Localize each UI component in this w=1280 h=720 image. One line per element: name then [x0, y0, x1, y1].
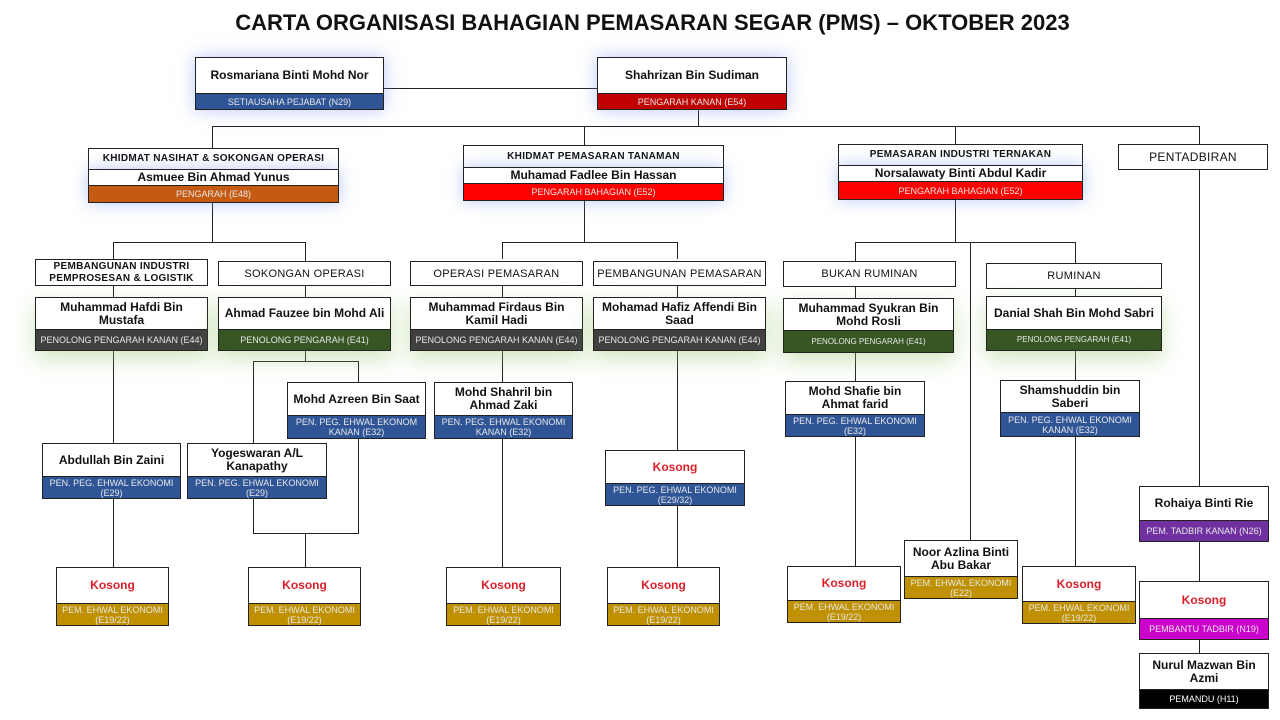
- position-title: PEM. EHWAL EKONOMI (E19/22): [57, 603, 168, 625]
- division-header: KHIDMAT PEMASARAN TANAMAN: [463, 145, 724, 168]
- unit-header: PEMBANGUNAN INDUSTRI PEMPROSESAN & LOGIS…: [35, 259, 208, 286]
- vacant-name: Kosong: [1056, 576, 1102, 591]
- position-title: PEM. EHWAL EKONOMI (E19/22): [249, 603, 360, 625]
- position-title: PEM. EHWAL EKONOMI (E19/22): [788, 600, 900, 622]
- position-title: PEN. PEG. EHWAL EKONOMI (E32): [786, 414, 924, 436]
- vacant-name: Kosong: [1181, 592, 1227, 607]
- chart-title: CARTA ORGANISASI BAHAGIAN PEMASARAN SEGA…: [235, 10, 1070, 35]
- unit-header: PEMBANGUNAN PEMASARAN: [593, 261, 766, 286]
- person-name: Muhammad Firdaus Bin Kamil Hadi: [428, 299, 565, 327]
- position-title: PEM. EHWAL EKONOMI (E19/22): [1023, 601, 1135, 623]
- person-name: Shahrizan Bin Sudiman: [624, 68, 759, 82]
- position-title: SETIAUSAHA PEJABAT (N29): [196, 93, 383, 109]
- position-title: PEM. EHWAL EKONOMI (E19/22): [447, 603, 560, 625]
- vacant-name: Kosong: [821, 576, 867, 590]
- unit-header: RUMINAN: [986, 263, 1162, 289]
- unit-header: BUKAN RUMINAN: [783, 261, 956, 287]
- person-name: Muhammad Syukran Bin Mohd Rosli: [798, 300, 939, 328]
- vacant-name: Kosong: [90, 578, 135, 592]
- person-name: Muhammad Hafdi Bin Mustafa: [60, 299, 183, 327]
- position-title: PENOLONG PENGARAH (E41): [219, 329, 390, 350]
- position-title: PENOLONG PENGARAH KANAN (E44): [411, 329, 582, 350]
- person-name: Noor Azlina Binti Abu Bakar: [912, 544, 1010, 572]
- person-name: Shamshuddin bin Saberi: [1019, 382, 1121, 410]
- person-name: Nurul Mazwan Bin Azmi: [1152, 657, 1256, 685]
- person-name: Mohd Shahril bin Ahmad Zaki: [454, 385, 553, 412]
- division-head-box: Norsalawaty Binti Abdul Kadir PENGARAH B…: [838, 165, 1083, 200]
- person-name: Mohd Shafie bin Ahmat farid: [808, 384, 902, 411]
- position-title: PEN. PEG. EHWAL EKONOMI KANAN (E32): [1001, 412, 1139, 436]
- secretary-box: Rosmariana Binti Mohd Nor SETIAUSAHA PEJ…: [195, 57, 384, 110]
- position-title: PEN. PEG. EHWAL EKONOMI KANAN (E32): [435, 415, 572, 438]
- position-title: PEMBANTU TADBIR (N19): [1140, 618, 1268, 639]
- position-title: PENGARAH BAHAGIAN (E52): [839, 181, 1082, 199]
- position-title: PENOLONG PENGARAH KANAN (E44): [594, 329, 765, 350]
- position-title: PEN. PEG. EHWAL EKONOM KANAN (E32): [288, 415, 425, 438]
- division-head-box: Asmuee Bin Ahmad Yunus PENGARAH (E48): [88, 169, 339, 203]
- person-name: Danial Shah Bin Mohd Sabri: [993, 305, 1154, 320]
- person-name: Rohaiya Binti Rie: [1154, 496, 1254, 510]
- position-title: PENOLONG PENGARAH KANAN (E44): [36, 329, 207, 350]
- vacant-name: Kosong: [652, 459, 698, 474]
- person-name: Norsalawaty Binti Abdul Kadir: [874, 166, 1047, 180]
- position-title: PENGARAH (E48): [89, 185, 338, 202]
- person-name: Yogeswaran A/L Kanapathy: [210, 446, 304, 473]
- person-name: Ahmad Fauzee bin Mohd Ali: [224, 306, 385, 320]
- position-title: PEM. TADBIR KANAN (N26): [1140, 520, 1268, 541]
- position-title: PEM. EHWAL EKONOMI (E19/22): [608, 603, 719, 625]
- position-title: PENGARAH BAHAGIAN (E52): [464, 183, 723, 200]
- position-title: PEMANDU (H11): [1140, 689, 1268, 708]
- position-title: PENOLONG PENGARAH (E41): [987, 329, 1161, 350]
- position-title: PEN. PEG. EHWAL EKONOMI (E29/32): [606, 483, 744, 505]
- position-title: PEN. PEG. EHWAL EKONOMI (E29): [188, 476, 326, 498]
- person-name: Mohamad Hafiz Affendi Bin Saad: [602, 299, 757, 327]
- unit-header: SOKONGAN OPERASI: [218, 261, 391, 286]
- person-name: Rosmariana Binti Mohd Nor: [210, 68, 369, 82]
- vacant-name: Kosong: [282, 578, 327, 592]
- division-header: PEMASARAN INDUSTRI TERNAKAN: [838, 144, 1083, 166]
- person-name: Asmuee Bin Ahmad Yunus: [137, 170, 290, 184]
- person-name: Muhamad Fadlee Bin Hassan: [510, 168, 677, 182]
- division-head-box: Muhamad Fadlee Bin Hassan PENGARAH BAHAG…: [463, 167, 724, 201]
- vacant-name: Kosong: [641, 578, 686, 592]
- position-title: PENOLONG PENGARAH (E41): [784, 330, 953, 352]
- person-name: Mohd Azreen Bin Saat: [293, 391, 420, 406]
- division-header: KHIDMAT NASIHAT & SOKONGAN OPERASI: [88, 148, 339, 170]
- director-box: Shahrizan Bin Sudiman PENGARAH KANAN (E5…: [597, 57, 787, 110]
- position-title: PENGARAH KANAN (E54): [598, 93, 786, 109]
- position-title: PEN. PEG. EHWAL EKONOMI (E29): [43, 476, 180, 498]
- person-name: Abdullah Bin Zaini: [58, 452, 165, 467]
- division-header: PENTADBIRAN: [1118, 144, 1268, 170]
- unit-header: OPERASI PEMASARAN: [410, 261, 583, 286]
- position-title: PEM. EHWAL EKONOMI (E22): [905, 576, 1017, 598]
- vacant-name: Kosong: [481, 578, 526, 592]
